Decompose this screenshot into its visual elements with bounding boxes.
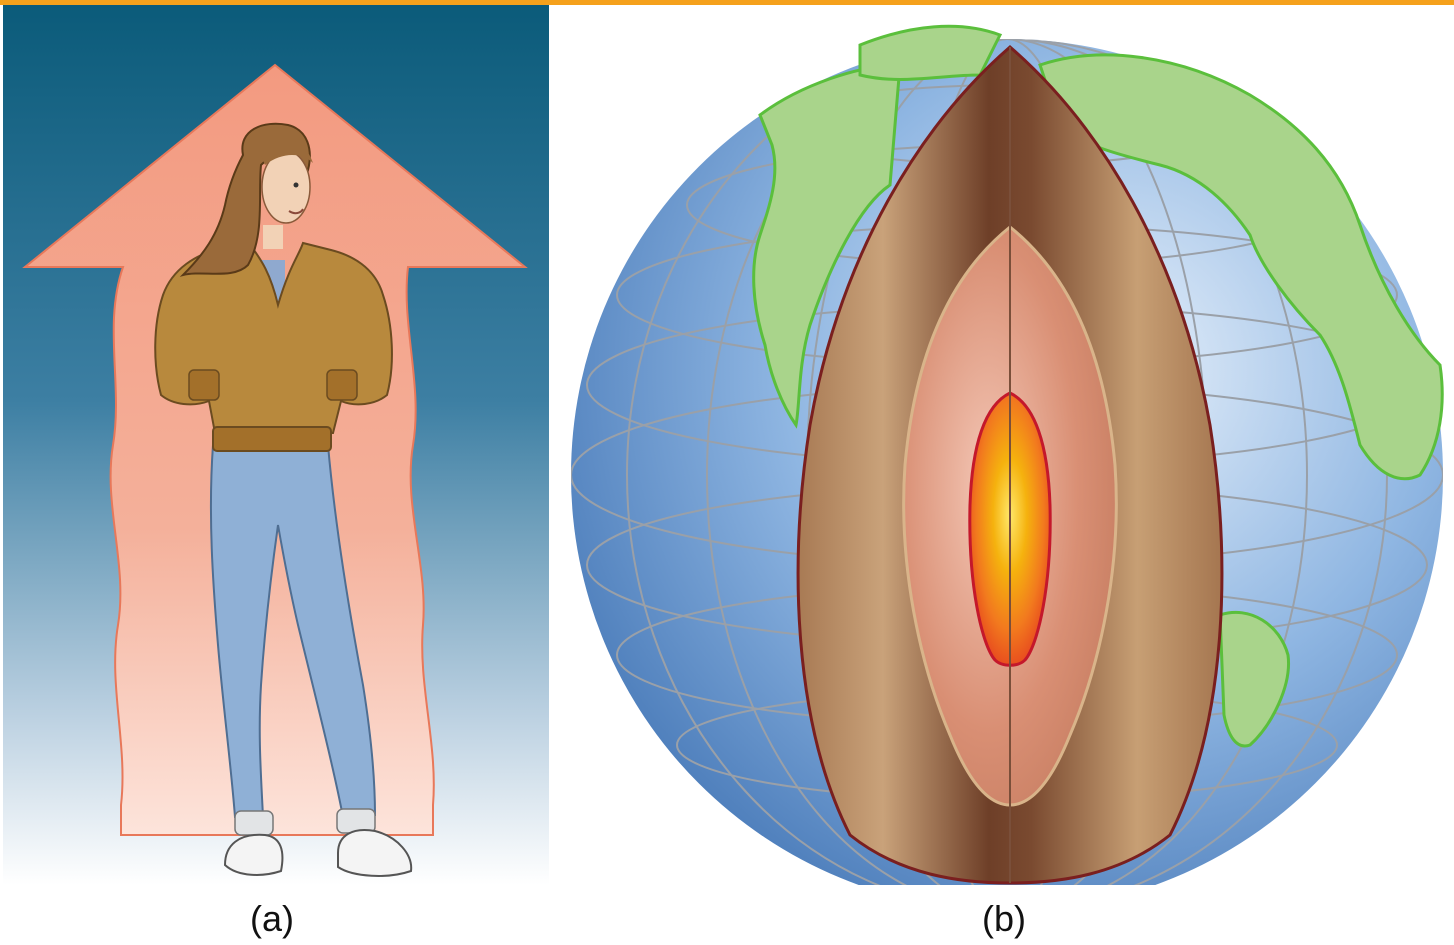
panel-b-caption: (b) <box>982 898 1026 940</box>
right-cuff <box>327 370 357 400</box>
neck <box>263 225 283 249</box>
left-sock <box>235 811 273 835</box>
left-cuff <box>189 370 219 400</box>
jacket-waistband <box>213 427 331 451</box>
north-land-top <box>860 26 1000 79</box>
panel-a-caption: (a) <box>250 898 294 940</box>
eye <box>294 183 299 188</box>
panel-a-person-heat <box>3 5 549 885</box>
panel-b-earth-cutaway <box>560 5 1454 885</box>
